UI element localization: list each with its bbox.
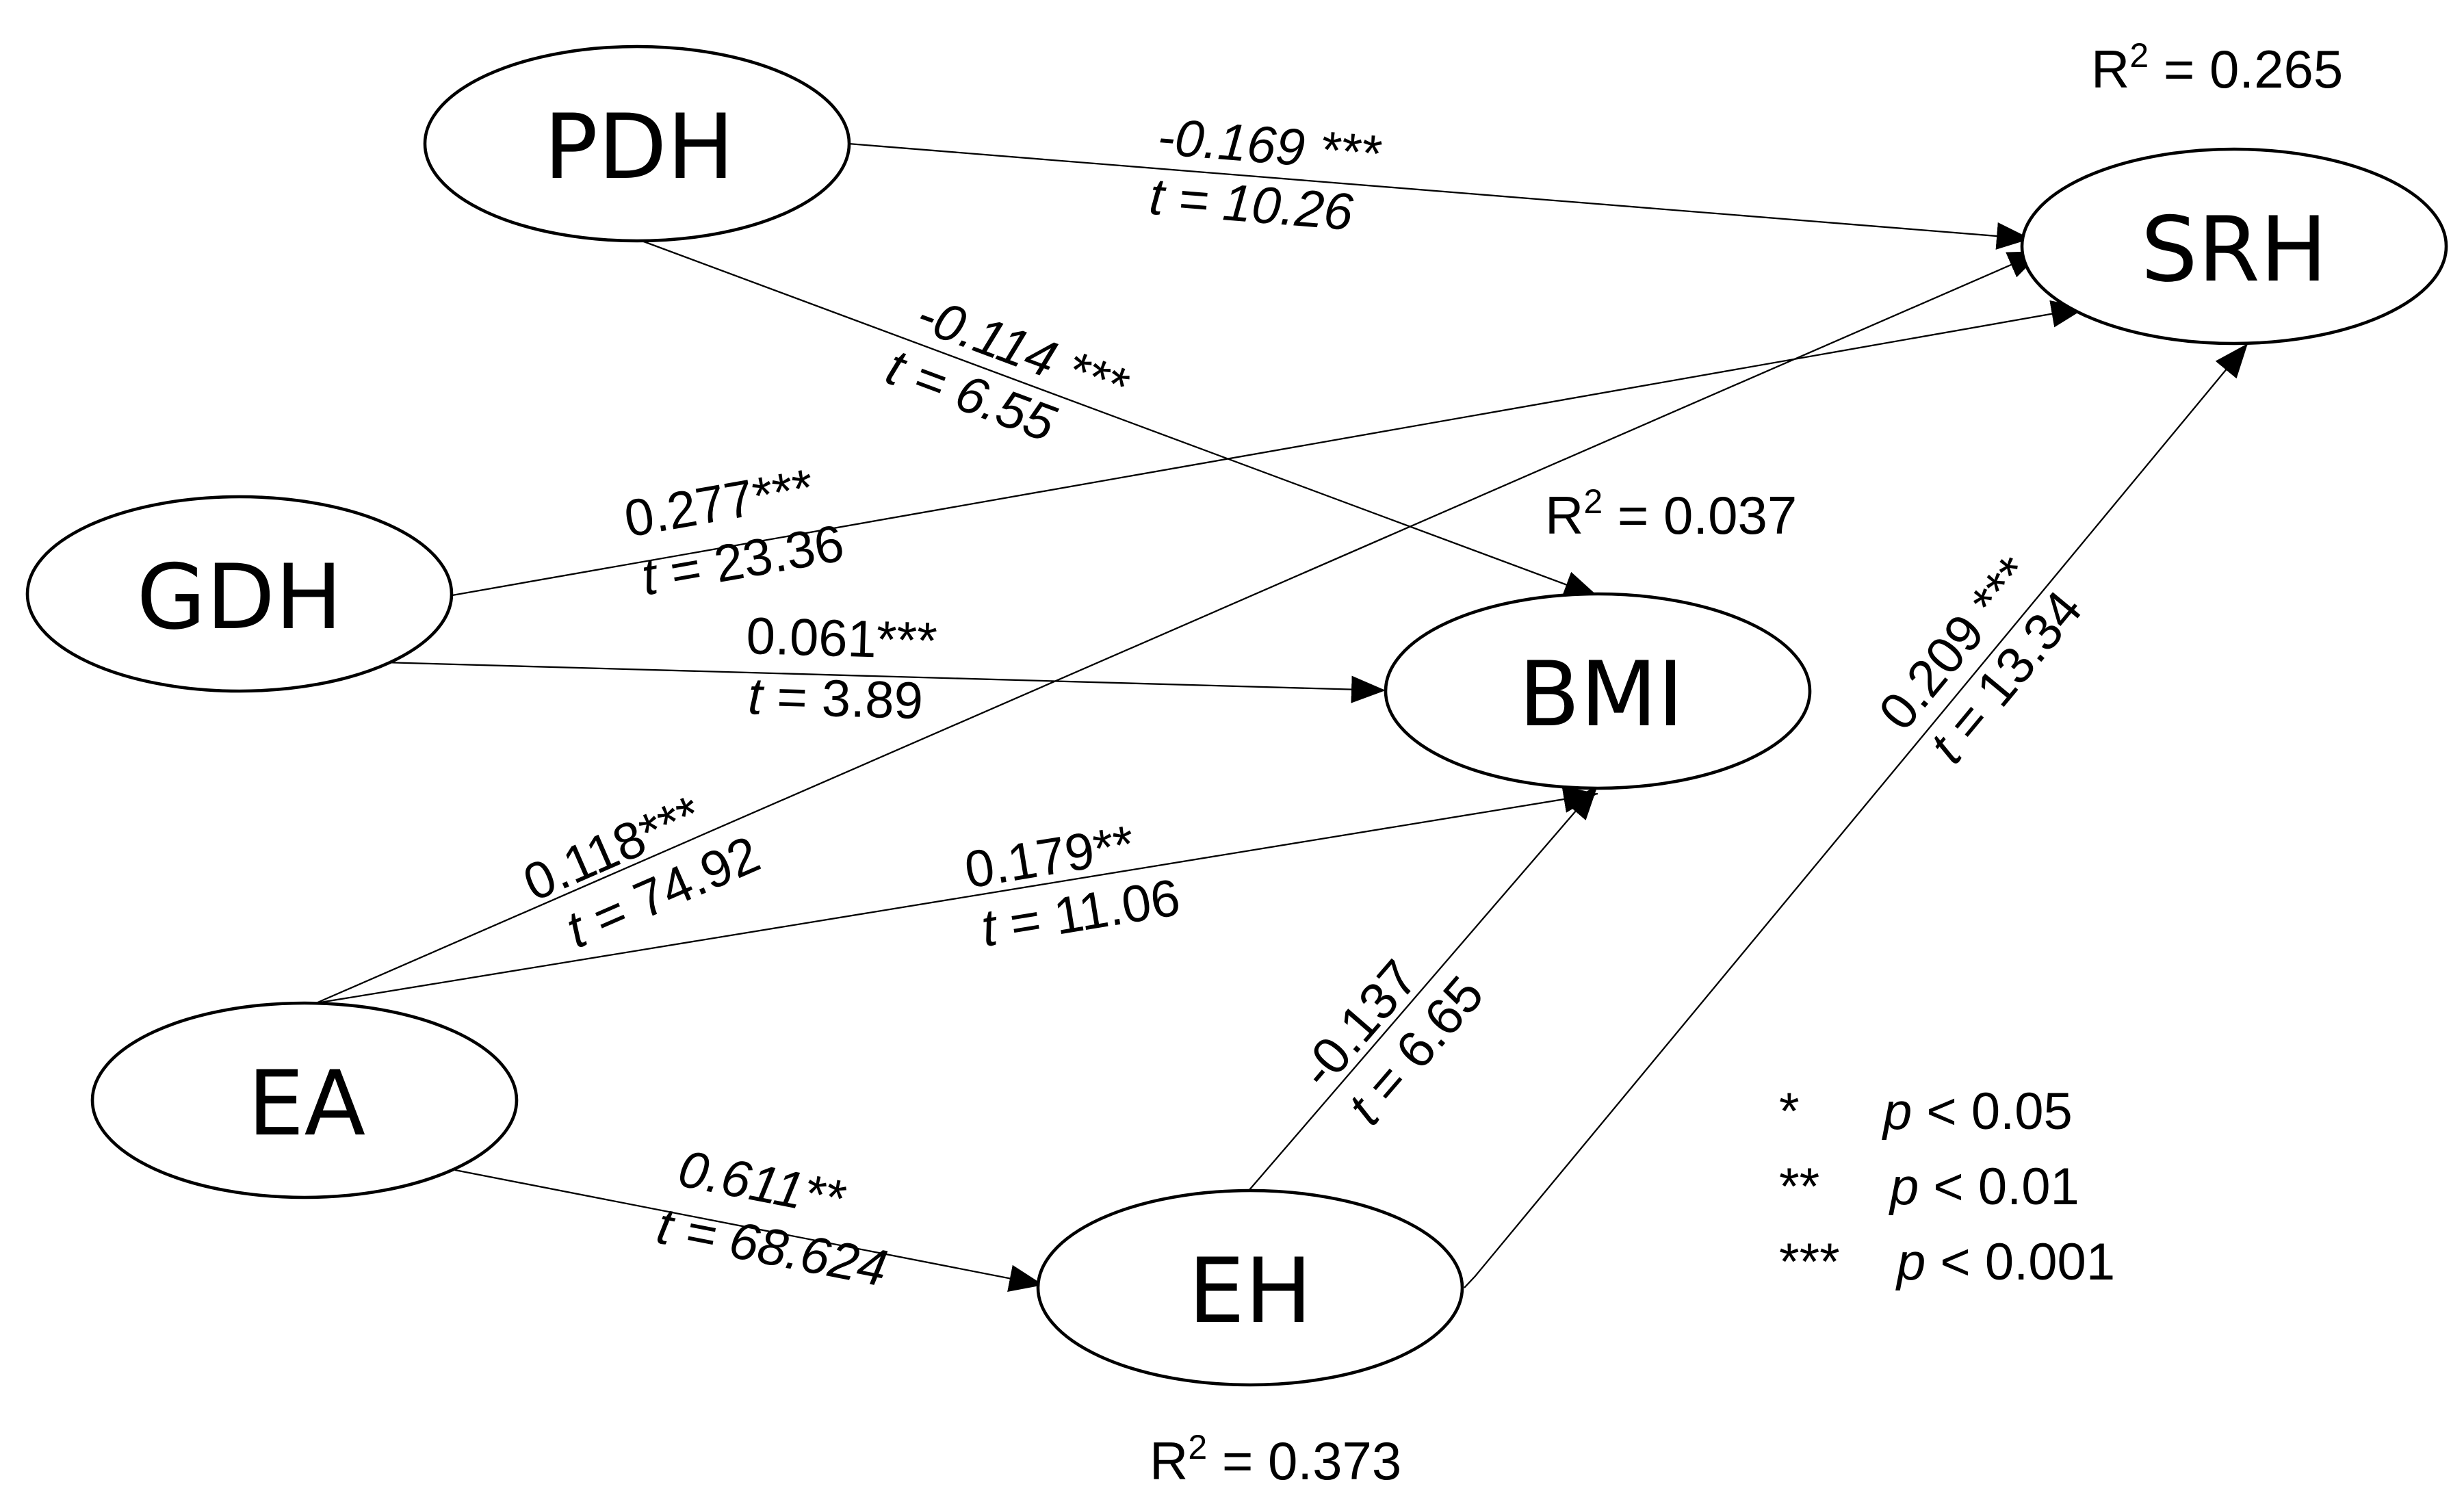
path-label-eh-srh: 0.209 *** t = 13.34 <box>1868 546 2094 775</box>
node-bmi: BMI <box>1384 592 1812 790</box>
node-eh-label: EH <box>1188 1238 1312 1343</box>
legend-stars: ** <box>1779 1158 1819 1216</box>
legend-stars: * <box>1779 1082 1800 1141</box>
legend-stars: *** <box>1779 1233 1840 1291</box>
node-ea: EA <box>90 1001 519 1199</box>
path-label-gdh-bmi: 0.061*** t = 3.89 <box>746 607 938 730</box>
edge-pdh-srh <box>848 142 2032 250</box>
node-gdh: GDH <box>25 495 454 693</box>
path-label-pdh-srh: -0.169 *** t = 10.26 <box>1147 107 1384 242</box>
edge-ea-eh <box>454 1169 1044 1293</box>
node-pdh-label: PDH <box>544 94 734 199</box>
node-eh: EH <box>1036 1189 1464 1387</box>
node-gdh-label: GDH <box>137 545 343 649</box>
node-pdh: PDH <box>423 44 851 243</box>
edge-eh-bmi <box>1248 785 1598 1191</box>
r-squared-srh: R2 = 0.265 <box>2091 36 2343 99</box>
edge-gdh-srh <box>452 300 2086 597</box>
path-label-gdh-srh: 0.277*** t = 23.36 <box>620 458 848 607</box>
path-label-ea-bmi: 0.179** t = 11.06 <box>961 815 1184 958</box>
coef-pdh-srh: -0.169 *** <box>1156 107 1384 183</box>
r-squared-eh: R2 = 0.373 <box>1150 1428 1401 1491</box>
legend-row: *** p < 0.001 <box>1779 1233 2115 1291</box>
node-bmi-label: BMI <box>1518 642 1684 746</box>
legend-threshold: p < 0.01 <box>1889 1158 2079 1216</box>
node-srh: SRH <box>2020 147 2448 346</box>
edge-ea-srh <box>315 250 2043 1004</box>
edge-ea-bmi <box>315 786 1598 1004</box>
edge-eh-srh <box>1464 343 2248 1288</box>
legend-row: * p < 0.05 <box>1779 1082 2073 1141</box>
r-squared-bmi: R2 = 0.037 <box>1545 482 1797 545</box>
coef-gdh-bmi: 0.061*** <box>746 607 938 671</box>
legend-threshold: p < 0.05 <box>1882 1082 2073 1141</box>
edge-gdh-bmi <box>382 661 1386 703</box>
edges <box>315 142 2248 1293</box>
t-value-gdh-bmi: t = 3.89 <box>747 667 924 730</box>
path-label-ea-srh: 0.118*** t = 74.92 <box>515 785 768 960</box>
node-ea-label: EA <box>248 1051 365 1156</box>
edge-pdh-bmi <box>641 239 1599 598</box>
legend-threshold: p < 0.001 <box>1895 1233 2115 1291</box>
significance-legend: * p < 0.05 ** p < 0.01 *** p < 0.001 <box>1779 1082 2115 1291</box>
node-srh-label: SRH <box>2141 197 2328 302</box>
path-label-eh-bmi: -0.137 t = 6.65 <box>1289 949 1495 1135</box>
path-label-ea-eh: 0.611** t = 68.624 <box>652 1139 892 1298</box>
legend-row: ** p < 0.01 <box>1779 1158 2079 1216</box>
